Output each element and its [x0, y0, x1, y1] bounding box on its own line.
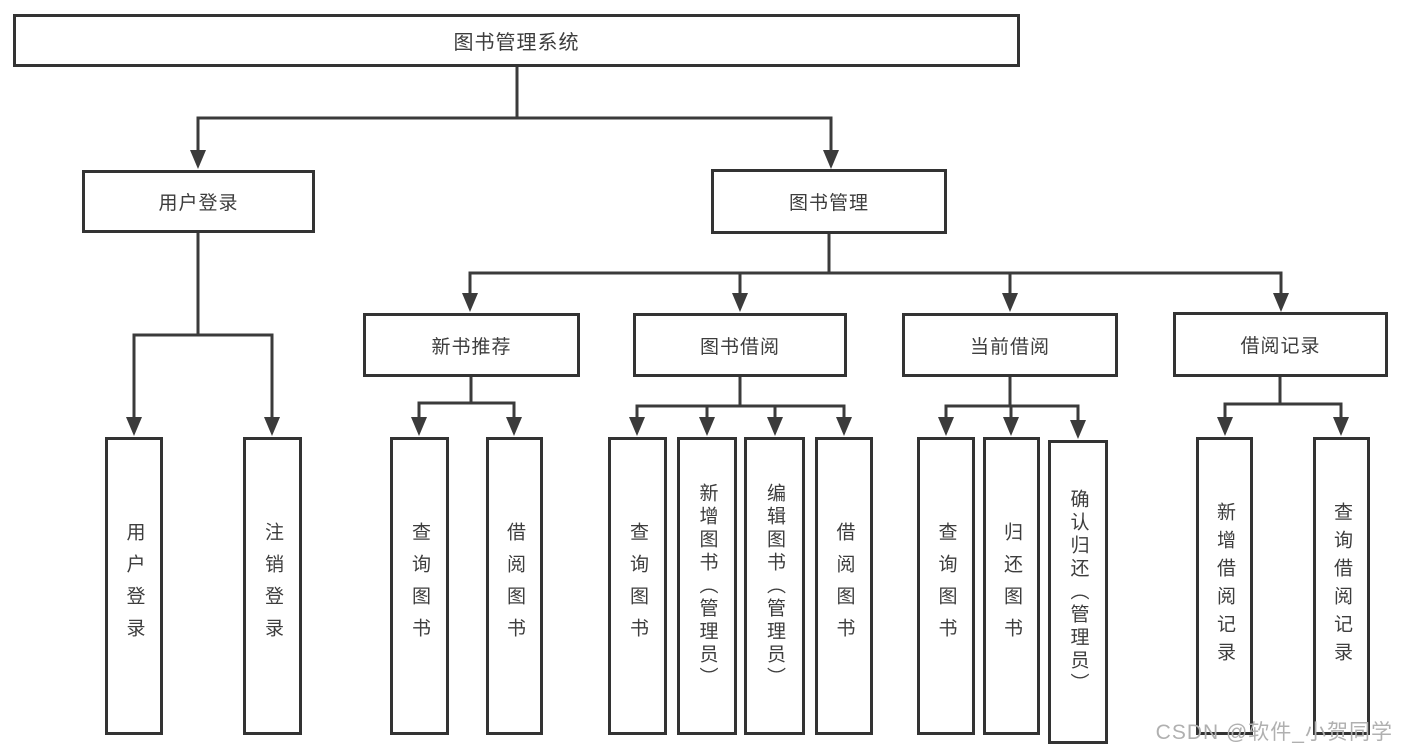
leaf-borrowing-query-books-label: 查询图书 — [627, 522, 648, 650]
node-book-borrowing: 图书借阅 — [633, 313, 847, 377]
leaf-current-return-books: 归还图书 — [983, 437, 1040, 735]
leaf-borrowing-query-books: 查询图书 — [608, 437, 667, 735]
leaf-current-query-books: 查询图书 — [917, 437, 975, 735]
leaf-borrowing-add-books-admin: 新增图书（管理员） — [677, 437, 737, 735]
leaf-records-add-record: 新增借阅记录 — [1196, 437, 1253, 735]
leaf-user-login-label: 用户登录 — [123, 522, 145, 650]
node-user-login: 用户登录 — [82, 170, 315, 233]
leaf-records-query-record-label: 查询借阅记录 — [1331, 502, 1352, 670]
leaf-newbook-query-books: 查询图书 — [390, 437, 449, 735]
leaf-records-query-record: 查询借阅记录 — [1313, 437, 1370, 735]
node-new-book-recommend-label: 新书推荐 — [431, 336, 512, 358]
node-book-management: 图书管理 — [711, 169, 947, 234]
leaf-borrowing-add-books-admin-label: 新增图书（管理员） — [696, 482, 718, 690]
leaf-borrowing-edit-books-admin-label: 编辑图书（管理员） — [764, 482, 785, 690]
leaf-current-query-books-label: 查询图书 — [935, 522, 957, 650]
leaf-borrowing-borrow-books: 借阅图书 — [815, 437, 873, 735]
leaf-logout: 注销登录 — [243, 437, 302, 735]
leaf-newbook-query-books-label: 查询图书 — [409, 522, 430, 650]
csdn-watermark: CSDN @软件_小贺同学 — [1155, 721, 1393, 744]
leaf-user-login: 用户登录 — [105, 437, 163, 735]
connector-paths — [132, 67, 1343, 424]
leaf-current-confirm-return-admin: 确认归还（管理员） — [1048, 440, 1108, 744]
arrowheads — [126, 150, 1349, 439]
node-user-login-label: 用户登录 — [158, 193, 239, 214]
node-current-borrowing-label: 当前借阅 — [969, 336, 1050, 358]
leaf-borrowing-edit-books-admin: 编辑图书（管理员） — [744, 437, 805, 735]
node-library-system-label: 图书管理系统 — [453, 32, 580, 54]
node-current-borrowing: 当前借阅 — [902, 313, 1118, 377]
node-book-management-label: 图书管理 — [788, 193, 869, 214]
node-borrowing-records: 借阅记录 — [1173, 312, 1388, 377]
node-book-borrowing-label: 图书借阅 — [699, 336, 780, 358]
leaf-records-add-record-label: 新增借阅记录 — [1214, 502, 1235, 670]
leaf-newbook-borrow-books: 借阅图书 — [486, 437, 543, 735]
node-new-book-recommend: 新书推荐 — [363, 313, 580, 377]
node-borrowing-records-label: 借阅记录 — [1240, 336, 1321, 357]
leaf-newbook-borrow-books-label: 借阅图书 — [504, 522, 525, 650]
leaf-current-confirm-return-admin-label: 确认归还（管理员） — [1067, 488, 1089, 696]
leaf-current-return-books-label: 归还图书 — [1001, 522, 1022, 650]
leaf-logout-label: 注销登录 — [262, 522, 283, 650]
node-library-system: 图书管理系统 — [13, 14, 1020, 67]
leaf-borrowing-borrow-books-label: 借阅图书 — [833, 522, 855, 650]
